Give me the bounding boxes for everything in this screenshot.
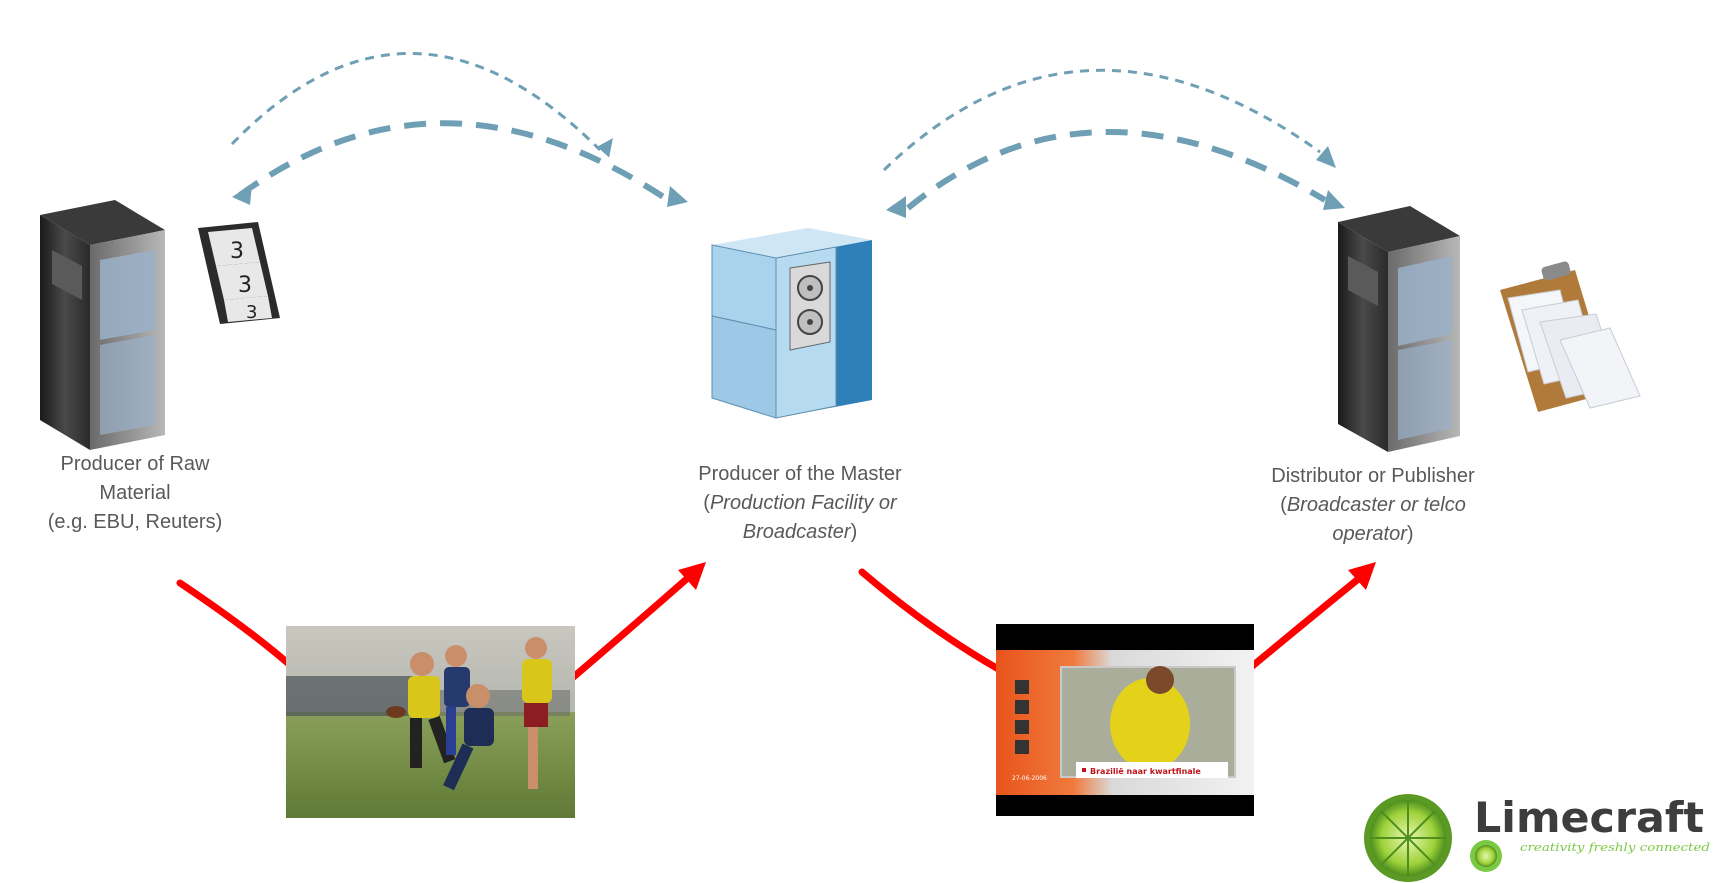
dashed-arrow-thick-right [886, 129, 1345, 218]
video-caption: Brazilië naar kwartfinale [1090, 767, 1201, 776]
master-line-3: Broadcaster [742, 521, 851, 543]
svg-text:3: 3 [230, 239, 244, 264]
svg-text:3: 3 [246, 302, 257, 323]
distributor-line-2: Broadcaster or telco [1286, 494, 1466, 516]
master-line-2: Production Facility or [709, 492, 897, 514]
master-video-frame: Brazilië naar kwartfinale 27-06-2006 [996, 624, 1254, 816]
raw-footage-photo [286, 626, 575, 818]
distributor-label: Distributor or Publisher (Broadcaster or… [1228, 462, 1518, 549]
raw-line-3: (e.g. EBU, Reuters) [47, 511, 223, 533]
server-icon [1338, 206, 1460, 452]
raw-line-2: Material [99, 482, 171, 504]
raw-material-producer-label: Producer of Raw Material (e.g. EBU, Reut… [0, 450, 270, 537]
logo-tagline: creativity freshly connected [1520, 841, 1710, 854]
video-date: 27-06-2006 [1012, 775, 1047, 782]
film-strip-icon: 3 3 3 [198, 222, 280, 324]
server-icon [40, 200, 165, 450]
svg-text:3: 3 [238, 273, 252, 298]
distributor-line-3: operator [1332, 523, 1407, 545]
clipboard-icon [1500, 261, 1641, 412]
dashed-arrow-thin-left [230, 52, 613, 158]
distributor-line-1: Distributor or Publisher [1271, 465, 1475, 487]
dashed-arrow-thick-left [232, 120, 688, 207]
red-arrow-raw-to-photo [176, 579, 294, 669]
logo-wordmark: Limecraft [1474, 793, 1704, 842]
master-line-1: Producer of the Master [698, 463, 902, 485]
red-arrow-video-to-distributor [1246, 562, 1376, 672]
master-producer-label: Producer of the Master (Production Facil… [650, 460, 950, 547]
red-arrow-photo-to-master [566, 562, 706, 684]
dashed-arrow-thin-right [882, 68, 1336, 172]
storage-cabinet-icon [711, 228, 872, 419]
limecraft-logo: Limecraft creativity freshly connected [1364, 793, 1710, 882]
red-arrow-master-to-video [858, 568, 1004, 674]
raw-line-1: Producer of Raw [60, 453, 210, 475]
